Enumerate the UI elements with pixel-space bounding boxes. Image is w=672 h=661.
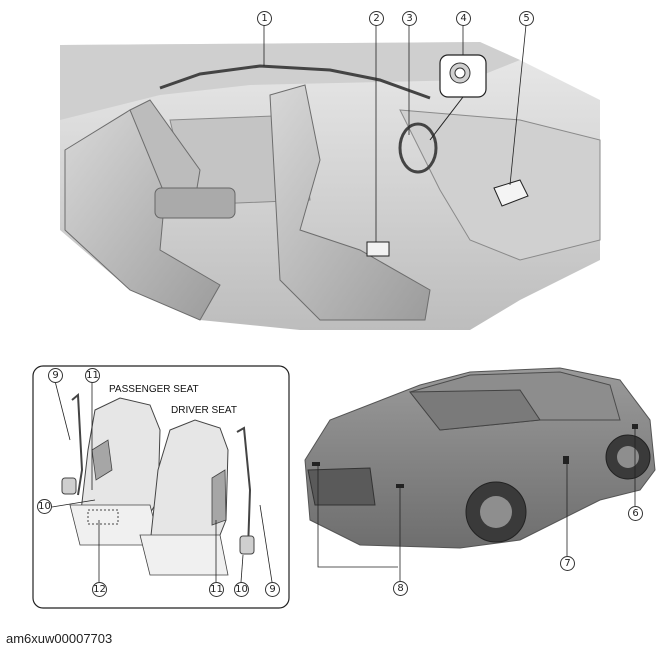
callout-1: 1	[257, 11, 272, 26]
driver-side-airbag	[211, 469, 227, 526]
passenger-side-airbag	[91, 439, 113, 481]
sas-control-module	[493, 179, 529, 207]
callout-11-bottom: 11	[209, 582, 224, 597]
callout-4: 4	[456, 11, 471, 26]
driver-belt-retractor	[239, 535, 255, 555]
callout-8: 8	[393, 581, 408, 596]
passenger-weight-sensor	[87, 509, 119, 525]
callout-3: 3	[402, 11, 417, 26]
callout-12: 12	[92, 582, 107, 597]
callout-9-bottom: 9	[265, 582, 280, 597]
curtain-airbag-rail	[159, 64, 431, 100]
figure-caption: am6xuw00007703	[6, 631, 113, 646]
callout-6: 6	[628, 506, 643, 521]
steering-wheel	[398, 122, 438, 174]
passenger-seat-label: PASSENGER SEAT	[109, 384, 199, 395]
side-crash-sensor	[563, 456, 569, 464]
front-crash-sensor-left	[312, 462, 320, 466]
cabin-interior-illustration	[60, 24, 601, 330]
callout-10-left: 10	[37, 499, 52, 514]
front-crash-sensor-right	[396, 484, 404, 488]
passenger-belt-retractor	[61, 477, 77, 495]
driver-seat-label: DRIVER SEAT	[171, 405, 237, 416]
callout-11-top: 11	[85, 368, 100, 383]
car-exterior-illustration	[304, 367, 656, 581]
callout-7: 7	[560, 556, 575, 571]
callout-10-bottom: 10	[234, 582, 249, 597]
rear-side-sensor	[632, 424, 638, 429]
callout-5: 5	[519, 11, 534, 26]
callout-2: 2	[369, 11, 384, 26]
seats-and-belts-panel	[32, 365, 290, 609]
occupant-sensor-box	[366, 241, 390, 257]
callout-9-left: 9	[48, 368, 63, 383]
